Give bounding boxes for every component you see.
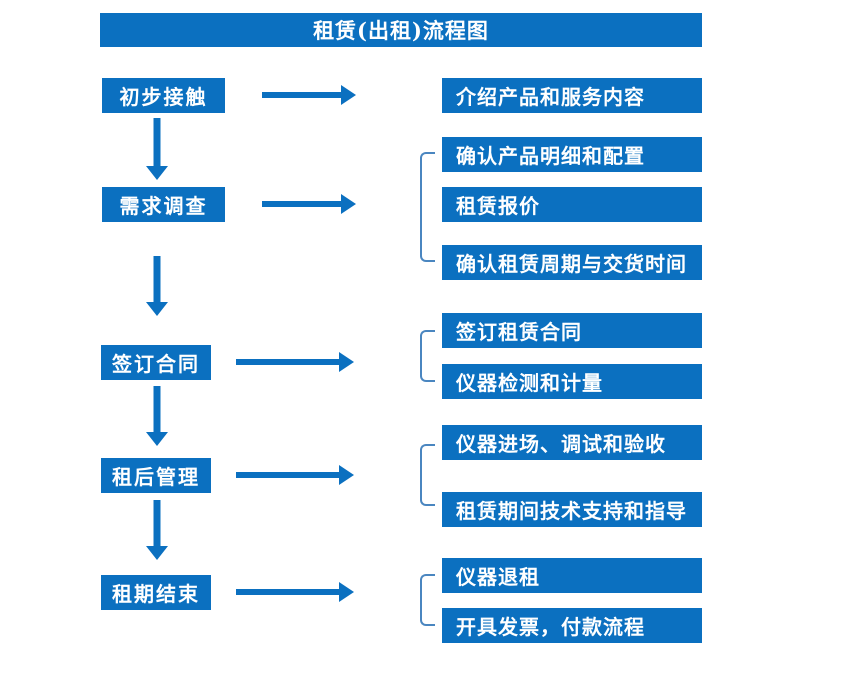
flow-step-sign-contract: 签订合同 xyxy=(101,345,211,380)
down-arrow-icon xyxy=(146,386,168,446)
output-confirm-product-config: 确认产品明细和配置 xyxy=(442,137,702,172)
group-bracket xyxy=(420,330,435,382)
group-bracket xyxy=(420,444,435,506)
output-instrument-testing: 仪器检测和计量 xyxy=(442,364,702,399)
flow-step-post-rental: 租后管理 xyxy=(101,458,211,493)
output-tech-support: 租赁期间技术支持和指导 xyxy=(442,492,702,527)
page-title: 租赁(出租)流程图 xyxy=(100,13,702,47)
right-arrow-icon xyxy=(236,352,354,372)
output-rental-quotation: 租赁报价 xyxy=(442,187,702,222)
right-arrow-icon xyxy=(262,85,356,105)
output-instrument-setup: 仪器进场、调试和验收 xyxy=(442,425,702,460)
output-introduce-products: 介绍产品和服务内容 xyxy=(442,78,702,113)
flow-step-lease-end: 租期结束 xyxy=(101,575,211,610)
output-instrument-return: 仪器退租 xyxy=(442,558,702,593)
down-arrow-icon xyxy=(146,118,168,180)
down-arrow-icon xyxy=(146,500,168,560)
right-arrow-icon xyxy=(262,194,356,214)
output-sign-rental-contract: 签订租赁合同 xyxy=(442,313,702,348)
output-invoice-payment: 开具发票，付款流程 xyxy=(442,608,702,643)
flow-step-demand-survey: 需求调查 xyxy=(102,187,225,222)
right-arrow-icon xyxy=(236,465,354,485)
right-arrow-icon xyxy=(236,582,354,602)
flow-step-initial-contact: 初步接触 xyxy=(102,78,225,113)
output-confirm-period-delivery: 确认租赁周期与交货时间 xyxy=(442,245,702,280)
down-arrow-icon xyxy=(146,256,168,316)
group-bracket xyxy=(420,574,435,626)
group-bracket xyxy=(420,152,435,262)
